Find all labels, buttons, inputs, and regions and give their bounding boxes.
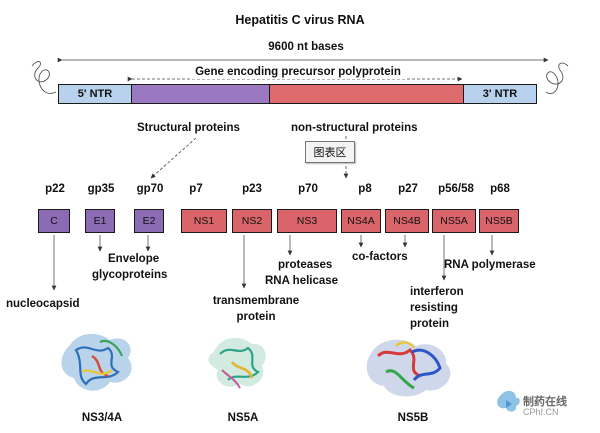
diagram-title: Hepatitis C virus RNA [235, 13, 365, 27]
cofactors-label: co-factors [352, 251, 408, 263]
protein-box-ns5b: NS5B [479, 209, 519, 233]
protein-size-e2: gp70 [136, 183, 164, 195]
interferon-label-line3: protein [410, 318, 449, 330]
rna-helicase-label: RNA helicase [265, 275, 339, 287]
protein-size-c: p22 [45, 183, 65, 195]
structural-pointer [150, 137, 197, 179]
protein-box-ns1: NS1 [181, 209, 227, 233]
protein-box-c: C [38, 209, 70, 233]
watermark-logo-icon [497, 390, 520, 412]
protein-name-ns5b: NS5B [485, 215, 513, 227]
protein-name-ns5a: NS5A [440, 215, 468, 227]
protein-box-ns5a: NS5A [432, 209, 476, 233]
protein-size-ns3: p70 [298, 183, 318, 195]
ns34a-structure-image [61, 333, 132, 391]
chart-area-tag: 图表区 [305, 141, 355, 163]
gene-label: Gene encoding precursor polyprotein [191, 66, 405, 79]
ntr-5-label: 5' NTR [77, 88, 113, 100]
ntr-3-segment: 3' NTR [463, 84, 537, 104]
ntr-3-label: 3' NTR [482, 88, 518, 100]
protein-box-ns3: NS3 [277, 209, 337, 233]
protein-box-e2: E2 [134, 209, 164, 233]
envelope-label-line2: glycoproteins [92, 269, 168, 281]
ns5a-structure-image [208, 337, 266, 389]
squiggle-5-end [31, 61, 57, 94]
length-label: 9600 nt bases [268, 41, 344, 53]
protein-name-ns1: NS1 [193, 215, 215, 227]
protein-name-ns4b: NS4B [393, 215, 421, 227]
rna-polymerase-label: RNA polymerase [444, 259, 536, 271]
chart-area-tag-text: 图表区 [313, 147, 347, 159]
protein-size-ns5a: p56/58 [438, 183, 474, 195]
protein-name-e2: E2 [142, 215, 156, 227]
envelope-label-line1: Envelope [108, 253, 160, 265]
protein-size-ns4b: p27 [398, 183, 418, 195]
watermark-cn: 制药在线 [523, 396, 567, 408]
ntr-5-segment: 5' NTR [58, 84, 132, 104]
protein-box-ns4b: NS4B [385, 209, 429, 233]
protein-size-e1: gp35 [87, 183, 115, 195]
structure-label-ns5a: NS5A [227, 412, 259, 424]
protein-box-ns4a: NS4A [341, 209, 381, 233]
interferon-label-line1: interferon [410, 286, 464, 298]
nucleocapsid-label: nucleocapsid [6, 298, 80, 310]
protein-size-ns4a: p8 [358, 183, 372, 195]
watermark-en: CPhI.CN [523, 407, 559, 418]
ns5b-structure-image [366, 339, 451, 397]
protein-name-c: C [50, 215, 58, 227]
protein-size-ns2: p23 [242, 183, 262, 195]
proteases-label: proteases [278, 259, 333, 271]
protein-name-ns2: NS2 [241, 215, 263, 227]
structure-label-ns5b: NS5B [397, 412, 429, 424]
nonstructural-group-label: non-structural proteins [291, 122, 418, 134]
protein-name-e1: E1 [93, 215, 107, 227]
nonstructural-segment [269, 84, 464, 104]
interferon-label-line2: resisting [410, 302, 458, 314]
structural-segment [131, 84, 270, 104]
protein-size-ns1: p7 [189, 183, 203, 195]
watermark: 制药在线 CPhI.CN [523, 396, 567, 418]
structural-group-label: Structural proteins [137, 122, 240, 134]
squiggle-3-end [545, 62, 569, 94]
structure-label-ns34a: NS3/4A [81, 412, 123, 424]
protein-name-ns4a: NS4A [347, 215, 375, 227]
protein-name-ns3: NS3 [296, 215, 318, 227]
transmembrane-label-line1: transmembrane [212, 295, 300, 307]
protein-size-ns5b: p68 [490, 183, 510, 195]
protein-box-e1: E1 [85, 209, 115, 233]
transmembrane-label-line2: protein [236, 311, 276, 323]
protein-box-ns2: NS2 [232, 209, 272, 233]
